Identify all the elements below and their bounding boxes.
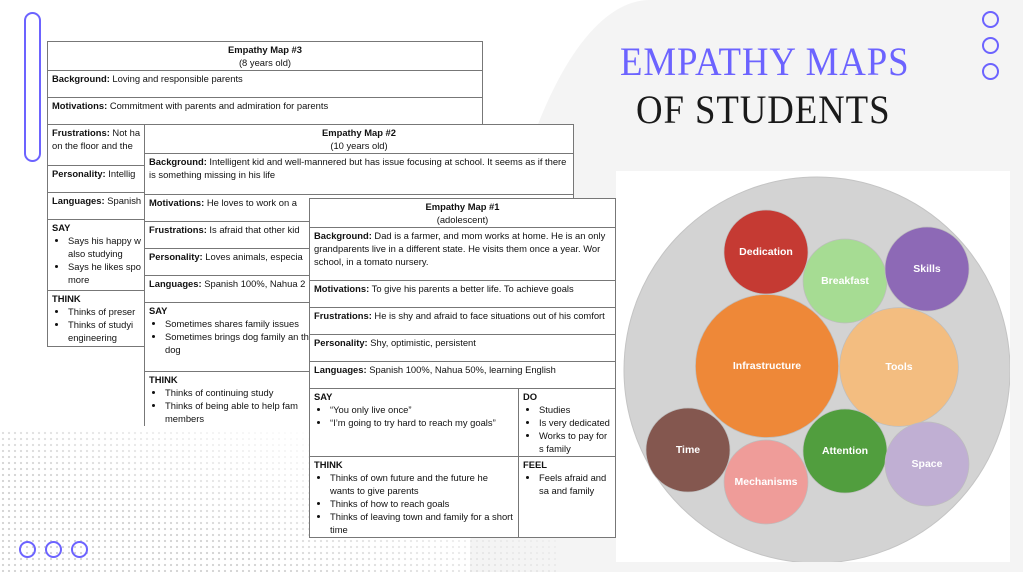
row-label: Personality: (149, 251, 203, 262)
list-item: Sometimes shares family issues (165, 317, 325, 330)
bubble-dedication: Dedication (723, 209, 809, 295)
decorative-circle (982, 37, 999, 54)
bubble-circle (645, 407, 731, 493)
row-label: Languages: (52, 195, 105, 206)
row-label: Personality: (314, 337, 368, 348)
row-text: Spanish 100%, Nahua 2 (201, 278, 306, 289)
row-text: Is afraid that other kid (206, 224, 300, 235)
map-subtitle: (8 years old) (238, 57, 292, 68)
list-item: Studies (539, 403, 611, 416)
list-item: Thinks of preser (68, 305, 148, 318)
row-text: Intellig (105, 168, 136, 179)
bubble-circle (723, 439, 809, 525)
bubble-time: Time (645, 407, 731, 493)
decorative-pill (24, 12, 41, 162)
row-label: Background: (52, 73, 110, 84)
decorative-circle (71, 541, 88, 558)
bubble-infrastructure: Infrastructure (695, 294, 839, 438)
slide-title-line2: OF STUDENTS (636, 87, 891, 132)
bubble-tools: Tools (839, 307, 959, 427)
empathy-map-1: Empathy Map #1 (adolescent) Background: D… (309, 198, 616, 538)
list-item: Thinks of studyi engineering (68, 318, 148, 344)
bubble-label: Mechanisms (734, 476, 797, 488)
list-item: “You only live once” (330, 403, 514, 416)
row-text: Spanish 100%, Nahua 50%, learning Englis… (366, 364, 556, 375)
row-text: Loves animals, especia (202, 251, 303, 262)
row-text: Dad is a farmer, and mom works at home. … (314, 230, 606, 267)
think-heading: THINK (314, 459, 343, 470)
list-item: Thinks of continuing study (165, 386, 325, 399)
list-item: Is very dedicated (539, 416, 611, 429)
list-item: Feels afraid and sa and family (539, 471, 611, 497)
bubble-mechanisms: Mechanisms (723, 439, 809, 525)
row-text: Shy, optimistic, persistent (367, 337, 476, 348)
bubble-label: Space (912, 458, 943, 470)
bubble-label: Attention (822, 445, 868, 457)
row-label: Motivations: (314, 283, 370, 294)
row-label: Frustrations: (149, 224, 207, 235)
row-text: To give his parents a better life. To ac… (369, 283, 574, 294)
think-heading: THINK (52, 293, 81, 304)
list-item: Thinks of leaving town and family for a … (330, 510, 514, 536)
row-text: Not ha on the floor and the (52, 127, 141, 151)
bubble-circle (884, 421, 970, 507)
do-heading: DO (523, 391, 538, 402)
bubble-circle (839, 307, 959, 427)
decorative-circle (982, 63, 999, 80)
map-subtitle: (adolescent) (436, 214, 489, 225)
list-item: Says his happy w also studying (68, 234, 148, 260)
map-subtitle: (10 years old) (330, 140, 388, 151)
bubble-circle (695, 294, 839, 438)
list-item: Sometimes brings dog family an the dog (165, 330, 325, 356)
row-text: He loves to work on a (204, 197, 297, 208)
map-title: Empathy Map #2 (322, 127, 396, 138)
bubble-label: Skills (913, 263, 941, 275)
slide-title-line1: EMPATHY MAPS (620, 39, 910, 84)
say-heading: SAY (314, 391, 333, 402)
list-item: Thinks of being able to help fam members (165, 399, 325, 425)
row-label: Frustrations: (52, 127, 110, 138)
row-text: Commitment with parents and admiration f… (107, 100, 329, 111)
row-label: Languages: (314, 364, 367, 375)
list-item: Thinks of own future and the future he w… (330, 471, 514, 497)
list-item: Works to pay for s family (539, 429, 611, 455)
feel-heading: FEEL (523, 459, 547, 470)
bubble-breakfast: Breakfast (802, 238, 888, 324)
say-heading: SAY (149, 305, 168, 316)
row-label: Background: (314, 230, 372, 241)
bubble-attention: Attention (802, 408, 888, 494)
bubble-label: Breakfast (821, 275, 869, 287)
bubble-label: Dedication (739, 246, 793, 258)
decorative-circle (19, 541, 36, 558)
list-item: Says he likes spo more (68, 260, 148, 286)
row-text: Spanish (104, 195, 142, 206)
bubble-label: Time (676, 444, 700, 456)
list-item: “I’m going to try hard to reach my goals… (330, 416, 514, 429)
row-label: Languages: (149, 278, 202, 289)
decorative-circle (982, 11, 999, 28)
say-heading: SAY (52, 222, 71, 233)
bubble-circle (884, 226, 970, 312)
row-label: Background: (149, 156, 207, 167)
bubble-label: Infrastructure (733, 360, 801, 372)
decorative-circle (45, 541, 62, 558)
bubble-circle (723, 209, 809, 295)
row-label: Personality: (52, 168, 106, 179)
row-text: Intelligent kid and well-mannered but ha… (149, 156, 567, 180)
list-item: Thinks of how to reach goals (330, 497, 514, 510)
bubble-space: Space (884, 421, 970, 507)
bubble-skills: Skills (884, 226, 970, 312)
map-title: Empathy Map #3 (228, 44, 302, 55)
map-title: Empathy Map #1 (425, 201, 500, 212)
row-label: Motivations: (52, 100, 108, 111)
row-label: Motivations: (149, 197, 205, 208)
bubble-label: Tools (885, 361, 912, 373)
row-text: He is shy and afraid to face situations … (371, 310, 605, 321)
row-text: Loving and responsible parents (109, 73, 243, 84)
think-heading: THINK (149, 374, 178, 385)
row-label: Frustrations: (314, 310, 372, 321)
